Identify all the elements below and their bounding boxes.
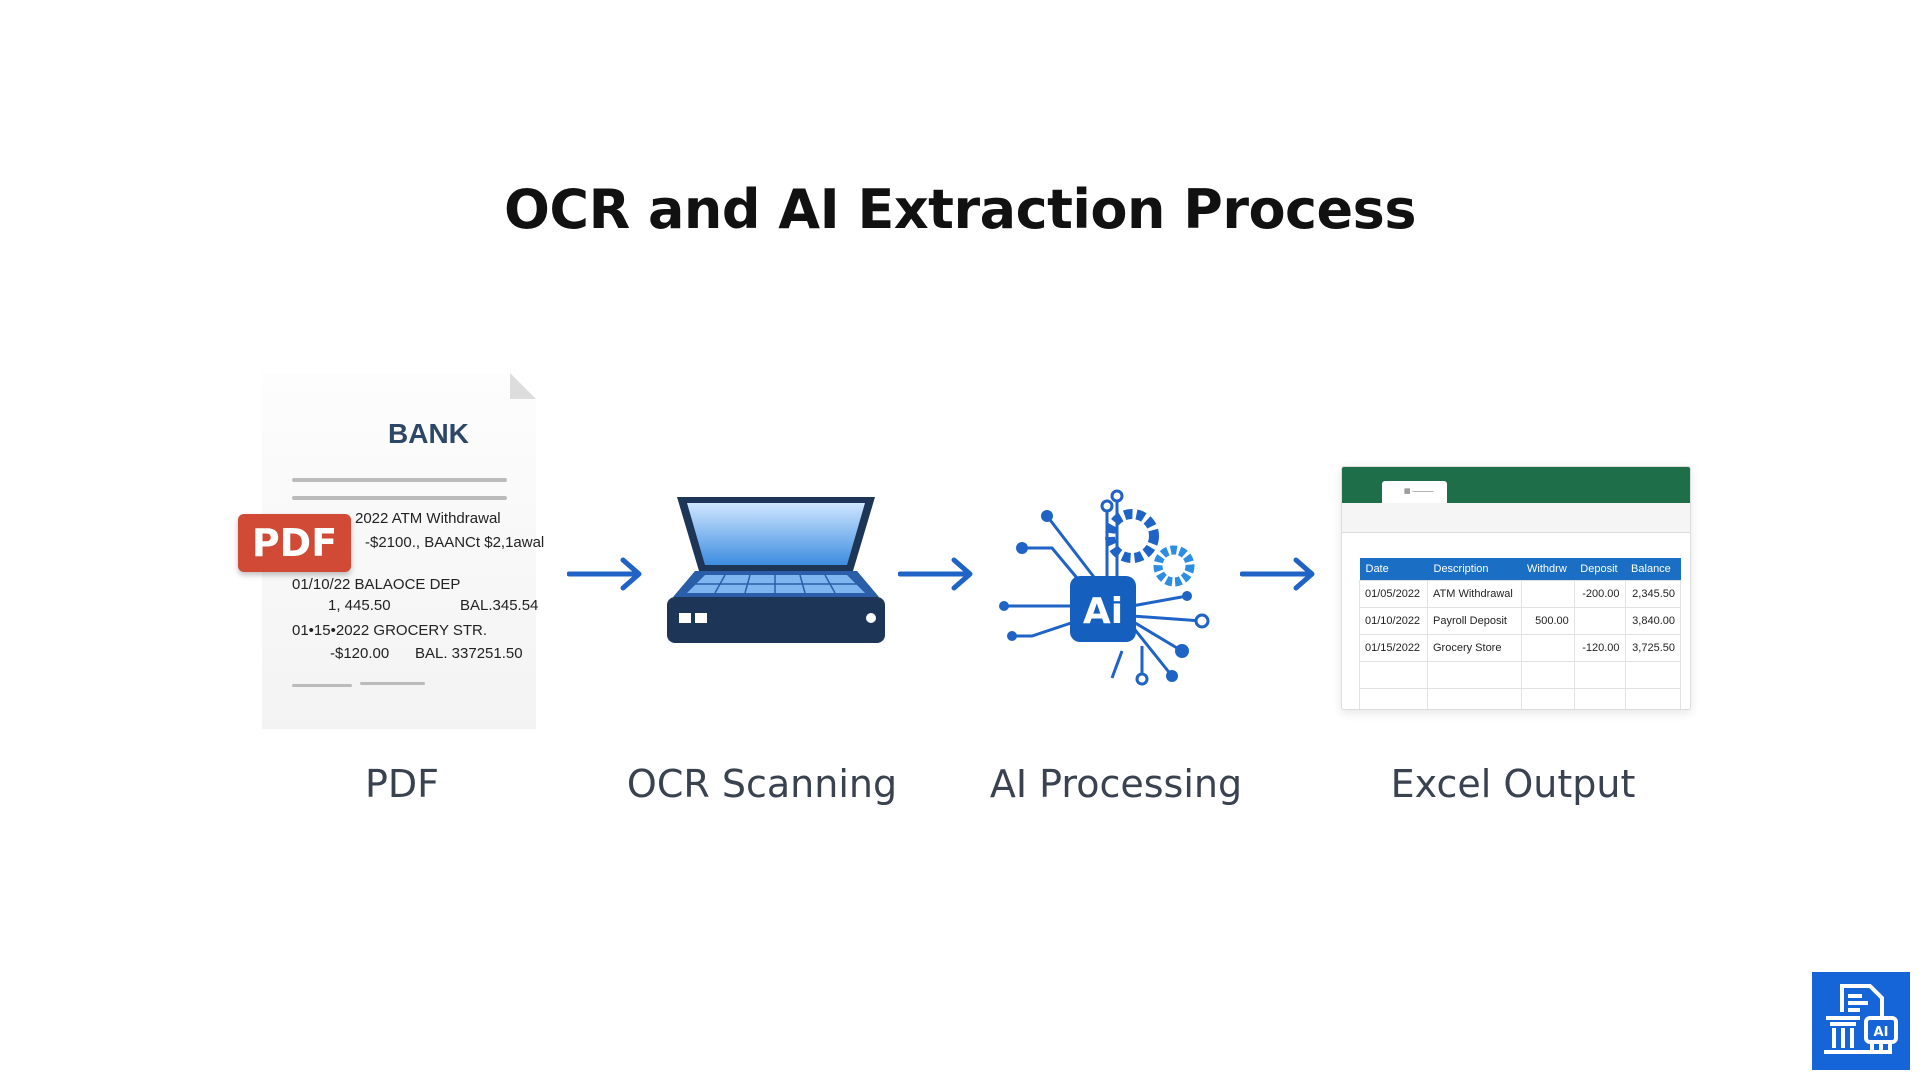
- cell: 2,345.50: [1624, 580, 1682, 608]
- arrow-right-icon: [1240, 557, 1315, 591]
- arrow-right-icon: [567, 557, 642, 591]
- bank-heading: BANK: [388, 418, 469, 449]
- cell: [1520, 580, 1575, 608]
- doc-line: 01/10/22 BALAOCE DEP: [292, 576, 461, 593]
- cell: Payroll Deposit: [1427, 607, 1522, 635]
- cell: [1573, 607, 1626, 635]
- column-header: Date: [1359, 558, 1428, 581]
- cell: 01/15/2022: [1359, 634, 1428, 662]
- cell: 01/05/2022: [1359, 580, 1428, 608]
- cell: ATM Withdrawal: [1427, 580, 1522, 608]
- cell: 01/10/2022: [1359, 607, 1428, 635]
- cell: -200.00: [1573, 580, 1626, 608]
- doc-line: BAL. 337251.50: [415, 645, 523, 662]
- step-label-ocr: OCR Scanning: [626, 762, 898, 806]
- cell: 3,725.50: [1624, 634, 1682, 662]
- step-label-pdf: PDF: [364, 762, 440, 806]
- doc-line: -$120.00: [330, 645, 390, 662]
- cell: -120.00: [1573, 634, 1626, 662]
- doc-line: 01•15•2022 GROCERY STR.: [292, 622, 488, 639]
- cell: 3,840.00: [1624, 607, 1682, 635]
- arrow-right-icon: [898, 557, 973, 591]
- doc-line: 2022 ATM Withdrawal: [355, 510, 501, 527]
- doc-line: 1, 445.50: [328, 597, 391, 614]
- step-label-excel: Excel Output: [1390, 762, 1636, 806]
- column-header: Description: [1427, 558, 1522, 581]
- column-header: Deposit: [1574, 558, 1626, 581]
- cell: [1520, 634, 1575, 662]
- column-header: Withdrw: [1521, 558, 1575, 581]
- page-title: OCR and AI Extraction Process: [504, 178, 1416, 241]
- cell: 500.00: [1520, 607, 1575, 635]
- doc-line: -$2100., BAANCt $2,1awal: [365, 534, 545, 551]
- step-label-ai: AI Processing: [989, 762, 1243, 806]
- pdf-badge: PDF: [238, 514, 351, 572]
- bank-document-ai-icon: AI: [1812, 972, 1910, 1070]
- ai-chip-icon: Ai: [999, 489, 1210, 686]
- column-header: Balance: [1625, 558, 1681, 581]
- svg-text:Ai: Ai: [1083, 591, 1123, 632]
- doc-line: BAL.345.54: [460, 597, 539, 614]
- scanner-icon: [667, 497, 885, 643]
- cell: Grocery Store: [1427, 634, 1522, 662]
- svg-text:AI: AI: [1874, 1025, 1889, 1040]
